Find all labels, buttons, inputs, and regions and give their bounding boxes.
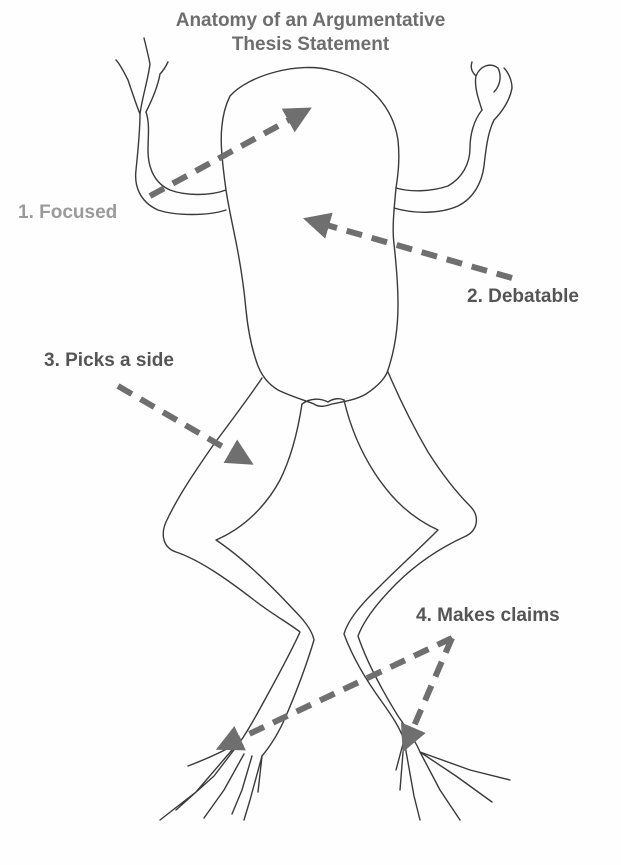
frog-right-hand [471,62,512,120]
arrow-debatable [316,222,512,278]
label-makes-claims: 4. Makes claims [416,605,560,627]
arrow-claims-left [228,638,452,744]
frog-right-arm [396,110,482,191]
frog-left-arm [146,112,226,195]
frog-right-foot [396,740,510,820]
frog-left-foot [160,742,262,820]
title-line-2: Thesis Statement [0,34,621,56]
title-line-1: Anatomy of an Argumentative [0,10,621,32]
frog-left-leg [163,378,300,742]
label-focused: 1. Focused [18,202,117,224]
label-picks-a-side: 3. Picks a side [44,350,174,372]
label-debatable: 2. Debatable [467,286,579,308]
arrow-picks-side [118,386,242,458]
frog-right-leg [344,400,438,740]
